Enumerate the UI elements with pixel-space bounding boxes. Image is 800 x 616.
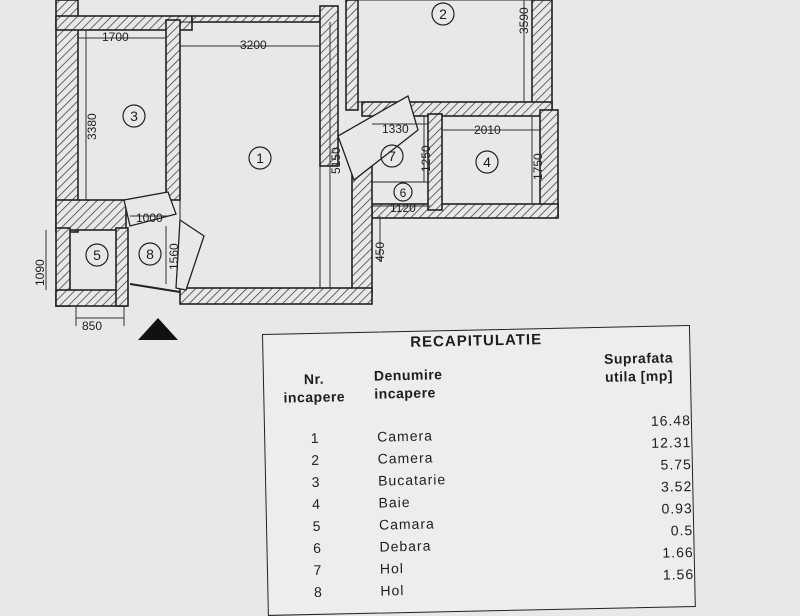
wall-1-2 bbox=[319, 5, 339, 167]
row-area: 1.66 bbox=[662, 544, 694, 561]
dim-3590: 3590 bbox=[517, 7, 531, 34]
wall-top-room1 bbox=[191, 15, 323, 23]
row-name: Camera bbox=[377, 449, 434, 467]
row-nr: 5 bbox=[312, 517, 322, 534]
row-name: Hol bbox=[380, 582, 405, 599]
row-nr: 6 bbox=[312, 539, 323, 556]
dim-1120: 1120 bbox=[390, 201, 416, 215]
row-area: 0.5 bbox=[670, 522, 694, 539]
dimension-lines bbox=[45, 0, 540, 326]
row-nr: 7 bbox=[313, 561, 323, 578]
row-name: Hol bbox=[379, 560, 405, 577]
row-area: 1.56 bbox=[662, 566, 695, 583]
row-area: 0.93 bbox=[661, 500, 693, 517]
room-2-circle bbox=[431, 2, 455, 26]
row-area: 12.31 bbox=[651, 434, 692, 451]
room-3-circle bbox=[122, 104, 146, 128]
room-6-circle bbox=[393, 182, 413, 202]
walls bbox=[55, 0, 559, 307]
row-area: 3.52 bbox=[660, 478, 693, 495]
wall-2-right bbox=[531, 0, 553, 115]
row-nr: 3 bbox=[311, 473, 321, 490]
row-name: Baie bbox=[378, 493, 411, 511]
row-nr: 4 bbox=[311, 495, 322, 512]
dim-1560: 1560 bbox=[167, 243, 181, 270]
dim-1330: 1330 bbox=[382, 122, 409, 136]
dim-1000: 1000 bbox=[136, 211, 163, 225]
row-nr: 8 bbox=[313, 583, 323, 600]
dim-1750: 1750 bbox=[531, 153, 545, 180]
dim-3380: 3380 bbox=[85, 113, 99, 140]
wall-1-right bbox=[351, 159, 373, 297]
row-name: Debara bbox=[379, 537, 432, 555]
room-1-label: 1 bbox=[256, 150, 264, 166]
room-5-label: 5 bbox=[93, 247, 101, 263]
header-nr-line1: Nr. bbox=[303, 370, 325, 388]
room-labels: 1 2 3 4 5 6 7 8 bbox=[85, 2, 499, 267]
header-name-line2: incapere bbox=[374, 384, 437, 402]
entrance-arrow-icon bbox=[138, 318, 178, 340]
room-5-circle bbox=[85, 243, 109, 267]
dim-450: 450 bbox=[373, 242, 387, 262]
row-name: Bucatarie bbox=[377, 471, 447, 489]
room-7-circle bbox=[380, 144, 404, 168]
floor-plan: 1700 3200 3380 5150 3590 1330 2010 1250 … bbox=[33, 0, 559, 333]
room-8-label: 8 bbox=[146, 246, 154, 262]
room-1-circle bbox=[248, 146, 272, 170]
wall-5-right bbox=[115, 227, 129, 307]
row-nr: 1 bbox=[310, 429, 320, 446]
dimension-labels: 1700 3200 3380 5150 3590 1330 2010 1250 … bbox=[33, 7, 545, 333]
header-nr-line2: incapere bbox=[283, 388, 346, 406]
dim-1090: 1090 bbox=[33, 259, 47, 286]
recap-table: RECAPITULATIE Nr. incapere Denumire inca… bbox=[262, 325, 696, 616]
row-area: 16.48 bbox=[650, 412, 692, 429]
dim-2010: 2010 bbox=[474, 123, 501, 137]
wall-2-left bbox=[345, 0, 359, 111]
room-4-label: 4 bbox=[483, 154, 491, 170]
dim-850: 850 bbox=[82, 319, 102, 333]
row-name: Camara bbox=[378, 515, 435, 533]
room-6-label: 6 bbox=[400, 186, 407, 200]
wall-3-bottom bbox=[55, 199, 127, 231]
room-2-label: 2 bbox=[439, 6, 447, 22]
row-nr: 2 bbox=[311, 451, 321, 468]
header-name-line1: Denumire bbox=[373, 366, 443, 384]
dim-1700: 1700 bbox=[102, 30, 129, 44]
room-4-circle bbox=[475, 150, 499, 174]
dim-3200: 3200 bbox=[240, 38, 267, 52]
header-area-line2: utila [mp] bbox=[604, 367, 674, 385]
room-outlines bbox=[69, 0, 541, 293]
wall-3-1 bbox=[165, 19, 181, 201]
header-nr: Nr. incapere bbox=[272, 369, 357, 407]
room-7-label: 7 bbox=[388, 148, 396, 164]
wall-1-bottom bbox=[179, 287, 373, 305]
dim-1250: 1250 bbox=[419, 145, 433, 172]
header-area: Suprafata utila [mp] bbox=[583, 348, 694, 386]
dim-5150: 5150 bbox=[329, 147, 343, 174]
header-name: Denumire incapere bbox=[374, 365, 443, 402]
wall-left bbox=[55, 0, 79, 233]
row-name: Camera bbox=[377, 427, 434, 445]
room-3-label: 3 bbox=[130, 108, 138, 124]
room-8-circle bbox=[138, 242, 162, 266]
row-area: 5.75 bbox=[660, 456, 692, 473]
header-area-line1: Suprafata bbox=[603, 349, 674, 367]
